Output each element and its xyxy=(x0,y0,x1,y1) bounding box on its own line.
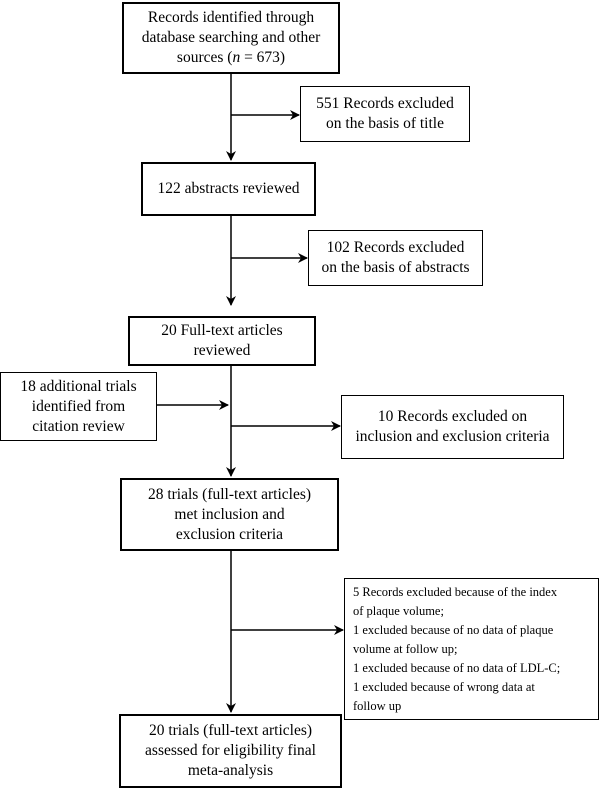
box-line: 1 excluded because of no data of LDL-C; xyxy=(353,660,561,675)
box-abstracts-reviewed: 122 abstracts reviewed xyxy=(141,162,316,216)
box-line: 20 trials (full-text articles) xyxy=(148,722,313,739)
box-line: reviewed xyxy=(193,342,251,359)
box-final-analysis: 20 trials (full-text articles) assessed … xyxy=(119,714,342,788)
text-italic-n: n xyxy=(232,49,241,66)
box-line: identified from xyxy=(31,397,126,415)
box-line: 18 additional trials xyxy=(20,377,137,395)
box-line: 1 excluded because of wrong data at xyxy=(353,679,535,694)
box-line: 5 Records excluded because of the index xyxy=(353,584,558,599)
box-additional-trials: 18 additional trials identified from cit… xyxy=(0,372,157,441)
box-excluded-criteria: 10 Records excluded on inclusion and exc… xyxy=(341,395,564,459)
box-line: 10 Records excluded on xyxy=(377,408,528,425)
box-line: volume at follow up; xyxy=(353,641,458,656)
box-line: 102 Records excluded xyxy=(326,239,465,256)
box-line: 28 trials (full-text articles) xyxy=(147,485,312,503)
box-line: 1 excluded because of no data of plaque xyxy=(353,622,554,637)
box-line: on the basis of abstracts xyxy=(321,259,470,276)
box-records-identified: Records identified through database sear… xyxy=(122,2,340,74)
box-line: 122 abstracts reviewed xyxy=(157,180,300,197)
box-line: database searching and other xyxy=(141,29,321,46)
box-line: 551 Records excluded xyxy=(316,95,454,112)
box-line: on the basis of title xyxy=(326,115,444,132)
box-line: 20 Full-text articles xyxy=(161,322,283,339)
box-line: meta-analysis xyxy=(187,762,274,779)
box-line: citation review xyxy=(32,417,125,435)
text-fragment: sources ( xyxy=(176,49,233,66)
box-line: Records identified through xyxy=(147,9,315,26)
box-excluded-title: 551 Records excluded on the basis of tit… xyxy=(300,86,470,142)
box-excluded-abstracts: 102 Records excluded on the basis of abs… xyxy=(308,230,483,286)
box-line: inclusion and exclusion criteria xyxy=(355,428,550,445)
box-line: follow up xyxy=(353,698,402,713)
box-line: met inclusion and xyxy=(174,505,285,523)
box-met-criteria: 28 trials (full-text articles) met inclu… xyxy=(120,478,339,551)
box-line: sources (n = 673) xyxy=(177,48,285,68)
box-fulltext-reviewed: 20 Full-text articles reviewed xyxy=(128,316,316,366)
text-fragment: = 673) xyxy=(240,49,286,66)
box-line: of plaque volume; xyxy=(353,603,444,618)
box-excluded-plaque: 5 Records excluded because of the index … xyxy=(344,578,599,720)
box-line: exclusion criteria xyxy=(175,525,284,543)
box-line: assessed for eligibility final xyxy=(145,742,316,759)
